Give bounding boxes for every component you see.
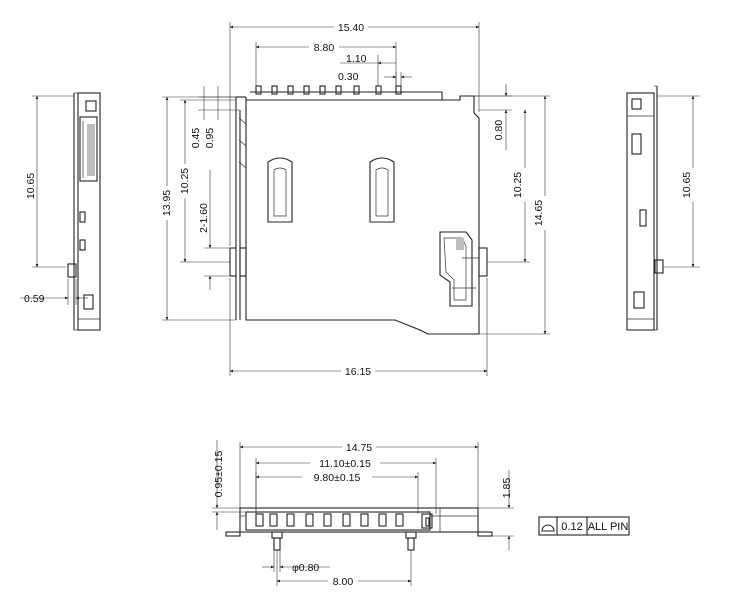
dim-pin-pitch: 1.10 — [346, 53, 367, 65]
dim-top-overall-width: 15.40 — [338, 22, 364, 34]
dim-contact-span: 8.80 — [314, 42, 335, 54]
right-side-view — [626, 85, 664, 331]
left-side-dimensions: 10.65 0.59 — [20, 95, 88, 305]
dim-right-side-height: 10.65 — [681, 172, 693, 198]
dim-front-span-a: 11.10±0.15 — [319, 458, 371, 470]
top-view-dimensions: 15.40 8.80 1.10 0.30 16.15 13.95 — [160, 20, 550, 378]
dim-left-side-offset: 0.59 — [24, 293, 45, 305]
dim-left-height: 13.95 — [161, 190, 173, 216]
dim-front-overall-width: 14.75 — [346, 442, 372, 454]
dim-right-height: 14.65 — [533, 200, 545, 226]
dim-left-slot: 2-1.60 — [198, 203, 210, 233]
dim-front-span-b: 9.80±0.15 — [314, 472, 361, 484]
dim-front-top-offset: 0.95±0.15 — [213, 451, 225, 498]
dim-left-side-height: 10.65 — [25, 173, 37, 199]
tolerance-frame: 0.12 ALL PIN — [538, 516, 630, 536]
dim-right-inner: 10.25 — [512, 172, 524, 198]
dim-pin-width: 0.30 — [338, 71, 359, 83]
top-view — [229, 85, 488, 335]
front-view-dimensions: 14.75 11.10±0.15 9.80±0.15 0.95±0.15 1.8… — [212, 440, 514, 588]
front-view — [225, 507, 493, 551]
tolerance-note: ALL PIN — [588, 521, 629, 533]
dim-left-offset-b: 0.95 — [204, 128, 216, 149]
tolerance-value: 0.12 — [561, 521, 582, 533]
left-side-view — [67, 92, 101, 331]
dim-left-inner: 10.25 — [179, 168, 191, 194]
dim-peg-diameter: φ0.80 — [292, 562, 319, 574]
dim-body-length: 16.15 — [345, 366, 371, 378]
right-side-dimensions: 10.65 — [657, 95, 700, 268]
dim-left-offset-a: 0.45 — [190, 128, 202, 149]
profile-of-surface-icon — [541, 524, 555, 532]
dim-front-height: 1.85 — [501, 478, 513, 499]
dim-right-offset: 0.80 — [493, 120, 505, 141]
dim-peg-span: 8.00 — [333, 576, 354, 588]
